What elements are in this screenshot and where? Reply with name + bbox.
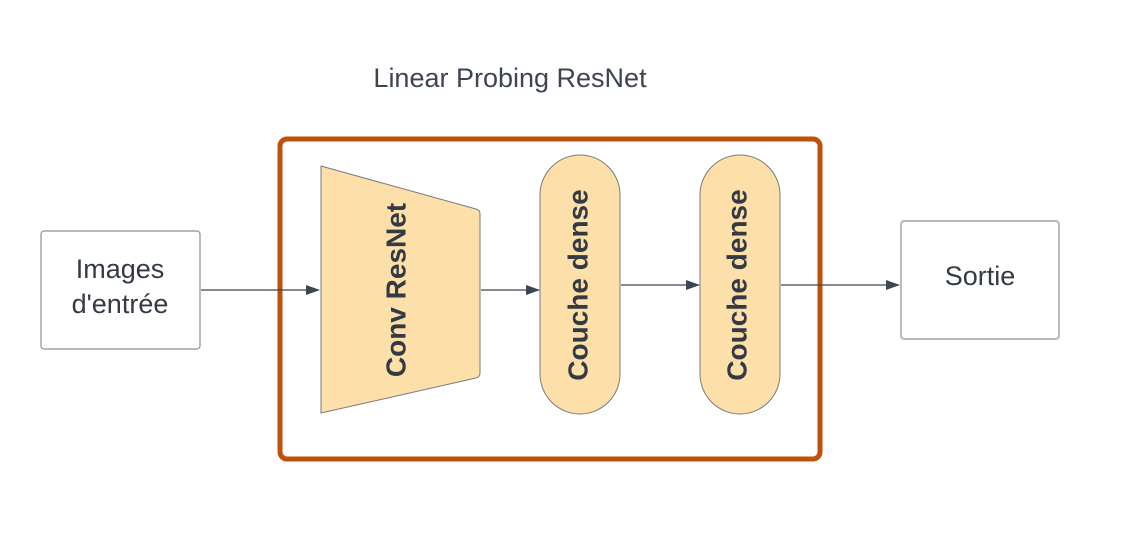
diagram-title: Linear Probing ResNet [373, 63, 647, 93]
dense-layer-2-node: Couche dense [699, 154, 781, 415]
input-node: Images d'entrée [40, 230, 201, 350]
input-node-label-line1: Images [76, 254, 165, 284]
input-node-box [40, 230, 201, 350]
dense-layer-2-label: Couche dense [722, 189, 753, 380]
conv-resnet-node: Conv ResNet [320, 165, 481, 414]
input-node-label-line2: d'entrée [72, 289, 169, 319]
conv-resnet-trapezoid [320, 165, 481, 414]
output-node-label: Sortie [945, 261, 1016, 291]
model-group-frame [277, 136, 823, 462]
conv-resnet-label: Conv ResNet [381, 203, 412, 377]
dense-layer-1-node: Couche dense [539, 154, 621, 415]
output-node: Sortie [900, 220, 1060, 340]
dense-layer-2-pill [699, 154, 781, 415]
dense-layer-1-label: Couche dense [563, 189, 594, 380]
dense-layer-1-pill [539, 154, 621, 415]
output-node-box [900, 220, 1060, 340]
